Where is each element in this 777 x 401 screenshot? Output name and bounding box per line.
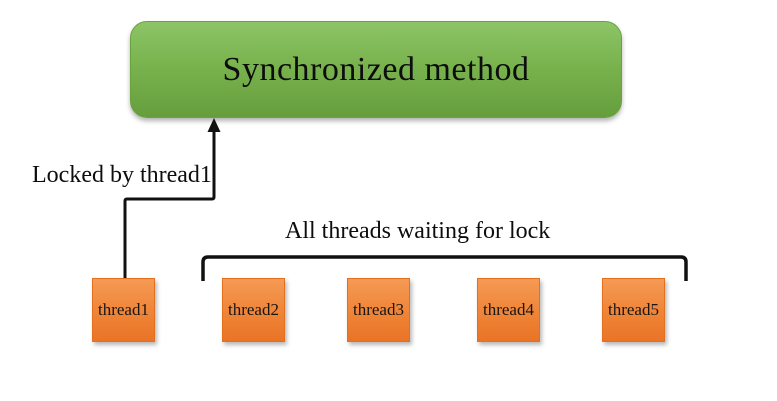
thread1-label: thread1: [98, 300, 149, 319]
thread3-box: thread3: [347, 278, 410, 342]
thread5-label: thread5: [608, 300, 659, 319]
all-threads-waiting-label: All threads waiting for lock: [285, 218, 551, 244]
thread2-box: thread2: [222, 278, 285, 342]
synchronized-method-title: Synchronized method: [222, 50, 530, 88]
locked-by-thread1-label: Locked by thread1: [32, 162, 212, 188]
thread1-box: thread1: [92, 278, 155, 342]
thread4-label: thread4: [483, 300, 534, 319]
thread3-label: thread3: [353, 300, 404, 319]
synchronized-method-box: Synchronized method: [130, 21, 622, 118]
lock-arrowhead-icon: [207, 118, 221, 132]
thread2-label: thread2: [228, 300, 279, 319]
thread5-box: thread5: [602, 278, 665, 342]
thread4-box: thread4: [477, 278, 540, 342]
lock-arrow-line: [123, 130, 216, 279]
